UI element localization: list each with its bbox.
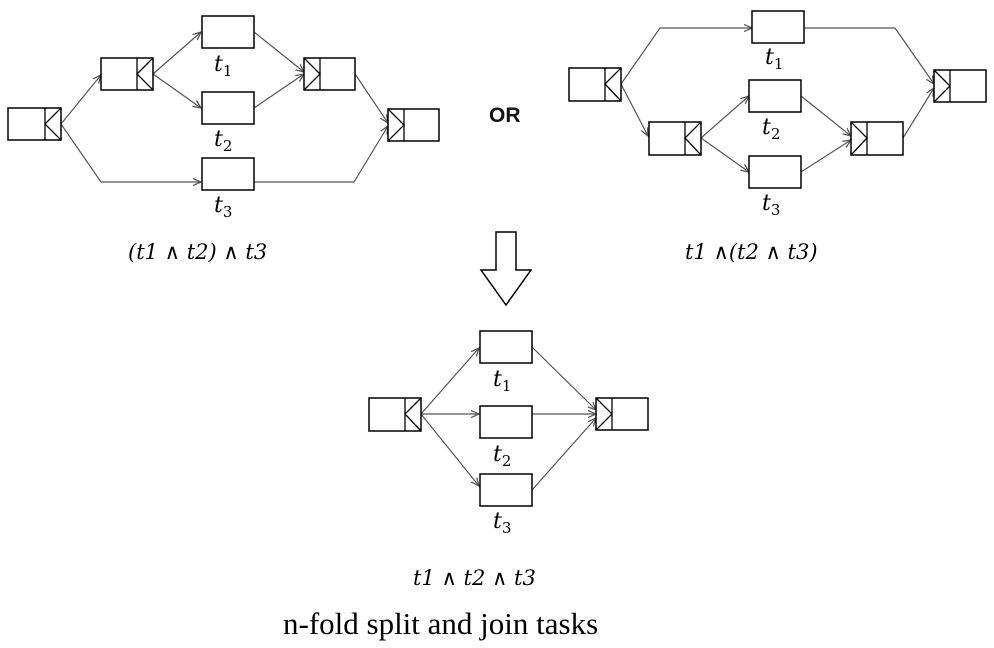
split-node	[648, 121, 702, 156]
task-box-t2	[748, 79, 802, 113]
task-label-t2: t2	[762, 115, 780, 143]
task-box-t3	[748, 155, 802, 189]
edge	[254, 126, 388, 183]
split-node	[368, 397, 422, 432]
edge	[700, 96, 749, 139]
left-diagram: t1 t2 t3 (t1 ∧ t2) ∧ t3	[7, 15, 440, 264]
right-diagram: t1 t2 t3 t1 ∧(t2 ∧ t3)	[568, 10, 987, 264]
edge	[531, 418, 596, 491]
edge	[152, 73, 201, 108]
formula-right: t1 ∧(t2 ∧ t3)	[685, 240, 818, 264]
join-node	[595, 397, 649, 431]
split-node	[568, 67, 622, 102]
join-node	[933, 69, 987, 103]
edge	[420, 413, 479, 486]
edge	[700, 137, 749, 172]
edge	[620, 28, 752, 85]
join-node	[850, 121, 904, 156]
formula-bottom: t1 ∧ t2 ∧ t3	[413, 566, 536, 590]
task-box-t3	[201, 157, 255, 191]
edge	[253, 74, 304, 109]
caption: n-fold split and join tasks	[283, 606, 598, 641]
task-label-t2: t2	[493, 442, 511, 470]
edge	[253, 31, 304, 72]
edge	[60, 75, 101, 125]
split-node	[100, 57, 154, 91]
down-arrow-icon	[479, 231, 533, 307]
task-label-t3: t3	[762, 191, 780, 219]
task-box-t2	[479, 405, 533, 439]
task-box-t2	[201, 91, 255, 125]
edge	[800, 95, 851, 136]
formula-left: (t1 ∧ t2) ∧ t3	[128, 240, 267, 264]
task-label-t1: t1	[214, 52, 232, 80]
edge	[531, 346, 596, 410]
or-label: OR	[489, 104, 521, 127]
edge	[152, 32, 201, 75]
edge	[420, 348, 479, 415]
task-box-t1	[751, 10, 805, 44]
task-label-t1: t1	[493, 367, 511, 395]
bottom-diagram: t1 t2 t3 t1 ∧ t2 ∧ t3	[368, 330, 649, 590]
task-box-t1	[479, 330, 533, 364]
task-label-t2: t2	[214, 127, 232, 155]
task-box-t1	[201, 15, 255, 49]
edge	[60, 123, 201, 182]
join-node	[387, 108, 440, 142]
task-label-t3: t3	[214, 193, 232, 221]
join-node	[303, 57, 356, 91]
split-node	[7, 107, 62, 141]
edge	[620, 83, 648, 136]
edge	[902, 88, 934, 139]
task-label-t1: t1	[765, 45, 783, 73]
edge	[804, 27, 934, 84]
edge	[800, 140, 851, 173]
edge	[354, 73, 388, 123]
task-label-t3: t3	[493, 509, 511, 537]
task-box-t3	[479, 473, 533, 507]
